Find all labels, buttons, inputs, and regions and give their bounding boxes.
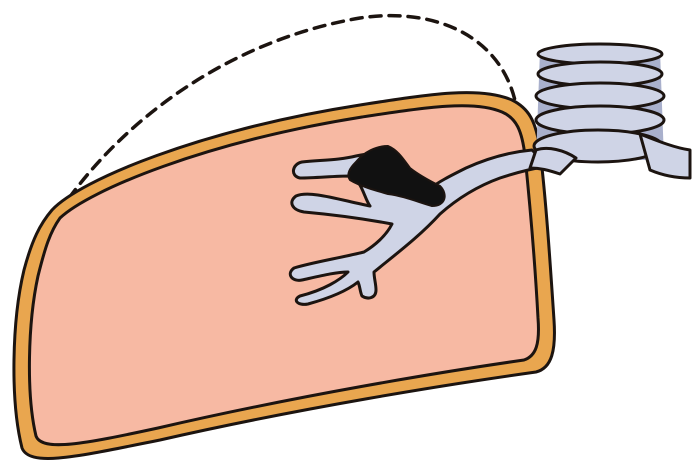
trachea bbox=[530, 44, 690, 178]
collapsed-lung bbox=[29, 106, 538, 445]
right-main-bronchus bbox=[640, 134, 690, 178]
